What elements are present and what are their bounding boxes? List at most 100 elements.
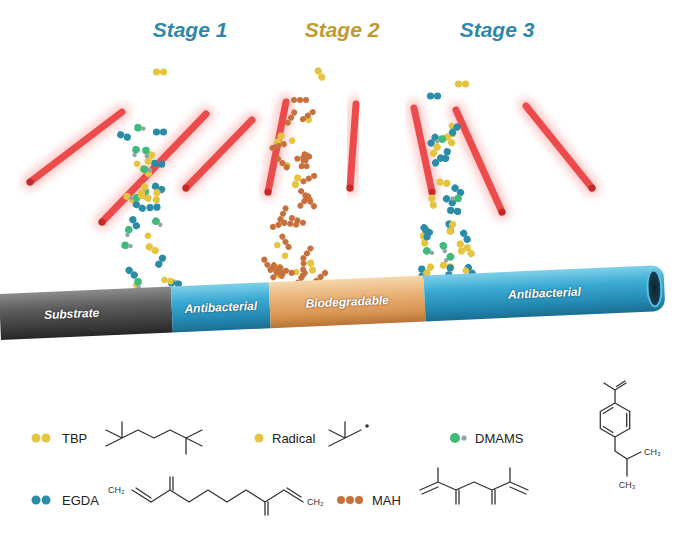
legend-sample: [461, 435, 466, 440]
particle-atom: [457, 247, 465, 255]
particle-atom: [282, 163, 290, 171]
dmams-structure: [600, 381, 641, 476]
particle-atom: [160, 68, 167, 75]
legend-label: Radical: [272, 431, 315, 446]
monomer-particle: [302, 193, 318, 211]
monomer-particle: [439, 241, 449, 254]
particle-atom: [147, 168, 152, 173]
monomer-particle: [291, 97, 309, 103]
particle-atom: [299, 115, 307, 123]
stage-title: Stage 1: [153, 18, 228, 42]
monomer-particle: [144, 232, 152, 240]
monomer-particle: [428, 194, 438, 209]
monomer-particle: [142, 146, 151, 158]
rod-end: [99, 219, 106, 226]
particle-atom: [462, 234, 472, 244]
monomer-particle: [447, 206, 462, 215]
particle-atom: [443, 257, 449, 263]
particle-atom: [446, 264, 455, 273]
monomer-particle: [299, 108, 317, 123]
particle-atom: [125, 232, 130, 237]
monomer-particle: [116, 130, 132, 142]
particle-atom: [141, 126, 146, 131]
particle-atom: [134, 123, 143, 132]
rod-end: [429, 189, 436, 196]
monomer-particle: [456, 240, 466, 255]
monomer-particle: [278, 233, 292, 252]
monomer-particle: [153, 128, 167, 135]
particle-atom: [429, 250, 435, 256]
monomer-particle: [434, 134, 448, 146]
rod-end: [347, 185, 354, 192]
monomer-particle: [137, 191, 153, 203]
laser-rod: [456, 110, 502, 212]
particle-atom: [132, 152, 137, 157]
particle-atom: [303, 97, 309, 103]
legend-sample: [42, 496, 51, 505]
monomer-particle: [151, 216, 165, 229]
particle-atom: [166, 277, 174, 285]
monomer-particle: [313, 66, 326, 82]
monomer-particle: [151, 159, 166, 168]
particle-atom: [429, 148, 439, 158]
particle-atom: [288, 137, 296, 145]
particle-atom: [143, 194, 152, 203]
particle-atom: [429, 201, 438, 210]
monomer-particle: [160, 275, 169, 284]
radical-structure: [329, 422, 361, 446]
particle-atom: [284, 119, 292, 127]
legend-sample: [255, 434, 264, 443]
rod-glow: [350, 104, 356, 188]
particle-atom: [144, 153, 149, 158]
particle-atom: [434, 138, 440, 144]
monomer-particle: [130, 145, 140, 158]
particle-atom: [274, 142, 282, 150]
rod-glow: [30, 112, 122, 182]
segment-label: Biodegradable: [305, 293, 389, 311]
particle-atom: [447, 138, 457, 148]
segment-label: Substrate: [44, 306, 100, 322]
rod-end: [589, 185, 596, 192]
monomer-stream: [116, 66, 477, 290]
tube-segment: Biodegradable: [269, 275, 426, 328]
particle-atom: [443, 179, 451, 187]
monomer-particle: [274, 155, 291, 172]
particle-atom: [124, 225, 133, 234]
tube-segment: Substrate: [0, 287, 173, 340]
particle-atom: [291, 180, 300, 189]
monomer-particle: [153, 68, 167, 75]
legend-sample: [355, 496, 363, 504]
particle-atom: [447, 206, 455, 214]
legend-sample: [32, 496, 41, 505]
chemical-structures: [106, 381, 641, 515]
particle-atom: [131, 145, 140, 154]
monomer-particle: [124, 265, 139, 280]
particle-atom: [443, 147, 452, 156]
monomer-particle: [134, 123, 147, 132]
monomer-particle: [299, 244, 314, 262]
particle-atom: [278, 270, 286, 278]
particle-atom: [142, 146, 151, 155]
monomer-particle: [269, 219, 288, 231]
rod-glow: [456, 110, 502, 212]
monomer-particle: [450, 195, 462, 203]
particle-atom: [434, 92, 441, 99]
particle-atom: [282, 252, 289, 259]
particle-atom: [299, 219, 307, 227]
particle-atom: [462, 80, 469, 87]
particle-atom: [287, 220, 294, 227]
monomer-particle: [281, 219, 300, 228]
monomer-particle: [133, 160, 141, 168]
particle-atom: [446, 227, 455, 236]
monomer-particle: [299, 172, 318, 186]
legend-label: TBP: [62, 431, 87, 446]
particle-atom: [450, 196, 454, 200]
particle-atom: [129, 196, 134, 201]
monomer-particle: [131, 200, 147, 214]
particle-atom: [154, 259, 164, 269]
monomer-particle: [140, 165, 152, 174]
particle-atom: [300, 260, 306, 266]
particle-atom: [291, 97, 297, 103]
monomer-particle: [138, 164, 153, 179]
rod-glow: [526, 106, 592, 188]
